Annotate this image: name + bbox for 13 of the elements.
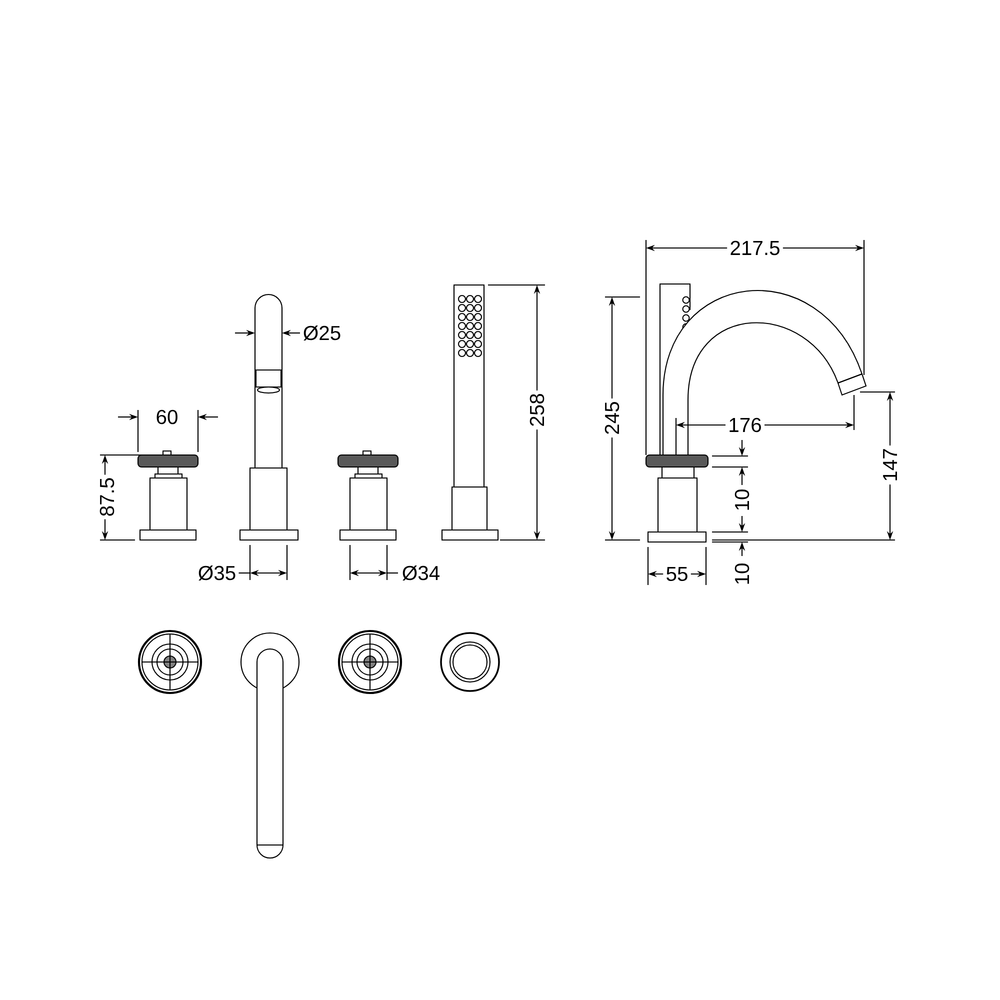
dimension-label: 147 <box>880 446 900 484</box>
dimension-label: 55 <box>663 564 691 584</box>
dimension-label: 60 <box>153 407 181 427</box>
dimension-label: 10 <box>732 486 752 514</box>
dimension-label: Ø25 <box>300 322 344 344</box>
dimension-label: 10 <box>732 560 752 588</box>
dimension-label: 258 <box>527 390 547 430</box>
dimension-label: 245 <box>602 398 622 438</box>
dimension-label: Ø35 <box>195 562 239 584</box>
dimension-label: Ø34 <box>399 562 443 584</box>
dimension-label: 176 <box>726 415 764 435</box>
dimension-label: 87.5 <box>97 474 117 520</box>
dimension-label: 217.5 <box>727 238 783 258</box>
